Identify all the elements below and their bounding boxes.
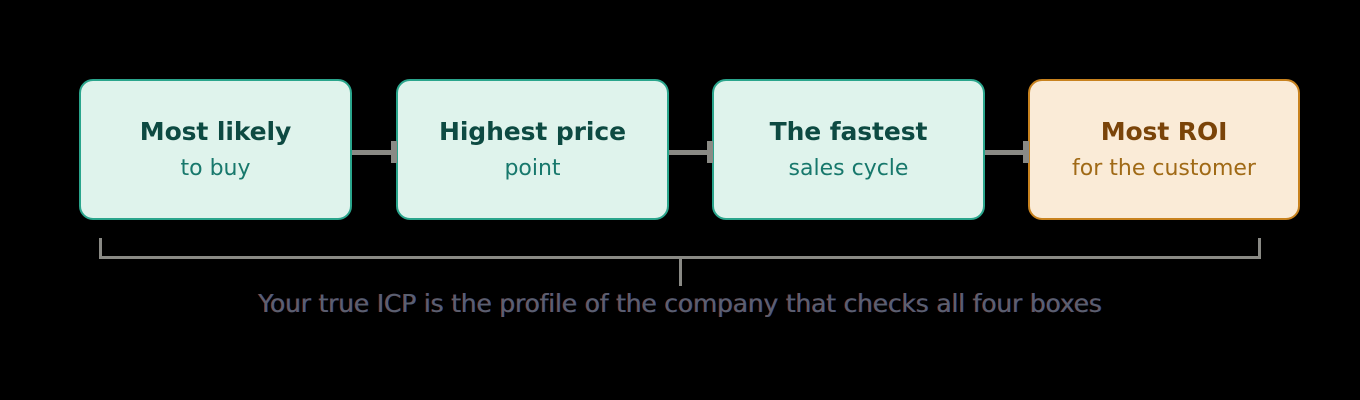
- connector-head: [391, 141, 397, 163]
- node-subtitle: to buy: [180, 155, 251, 181]
- node-title: Highest price: [439, 116, 626, 146]
- summary-caption: Your true ICP is the profile of the comp…: [258, 289, 1102, 318]
- bracket-tick-left: [99, 238, 102, 258]
- node-subtitle: sales cycle: [788, 155, 909, 181]
- node-title: Most ROI: [1100, 116, 1228, 146]
- node-most-likely[interactable]: Most likely to buy: [79, 79, 352, 220]
- connector-shaft: [985, 150, 1029, 155]
- connector-head: [1023, 141, 1029, 163]
- node-title: The fastest: [769, 116, 928, 146]
- node-subtitle: for the customer: [1072, 155, 1256, 181]
- connector-arrow-icon: [669, 141, 713, 163]
- connector-arrow-icon: [352, 141, 397, 163]
- node-highest-price[interactable]: Highest price point: [396, 79, 669, 220]
- node-the-fastest[interactable]: The fastest sales cycle: [712, 79, 985, 220]
- node-most-roi[interactable]: Most ROI for the customer: [1028, 79, 1300, 220]
- node-subtitle: point: [504, 155, 561, 181]
- connector-head: [707, 141, 713, 163]
- bracket-tick-right: [1258, 238, 1261, 258]
- connector-arrow-icon: [985, 141, 1029, 163]
- connector-shaft: [352, 150, 397, 155]
- bracket-center-stem: [679, 258, 682, 286]
- connector-shaft: [669, 150, 713, 155]
- bracket-horizontal-line: [99, 256, 1261, 259]
- node-title: Most likely: [139, 116, 292, 146]
